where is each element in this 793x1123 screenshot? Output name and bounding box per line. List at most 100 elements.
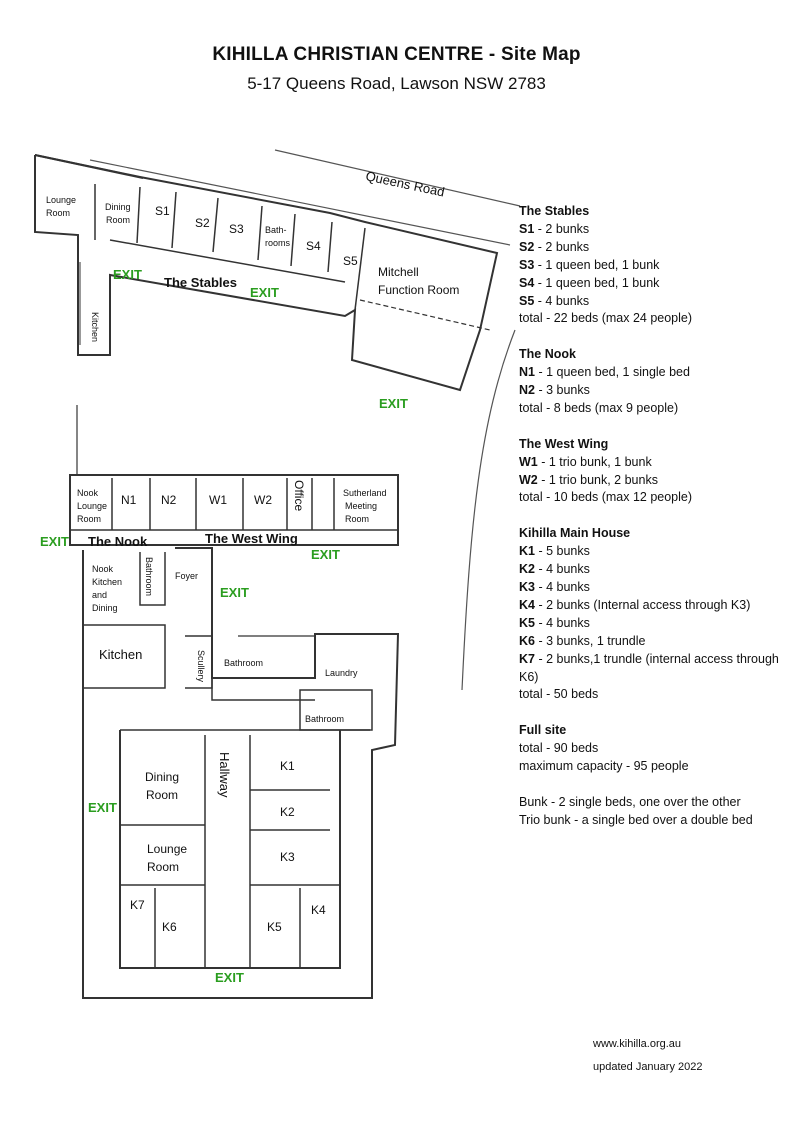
room-label: Function Room — [378, 283, 459, 297]
room-label-n1: N1 — [121, 493, 137, 507]
room-label: Lounge — [147, 842, 187, 856]
room-label: Nook — [77, 488, 99, 498]
wing-label-west-wing: The West Wing — [205, 531, 298, 546]
legend-item: N2 - 3 bunks — [519, 383, 590, 398]
legend-section-west-wing: The West Wing W1 - 1 trio bunk, 1 bunk W… — [519, 436, 789, 508]
room-label: Bathroom — [224, 658, 263, 668]
room-label: Lounge — [46, 195, 76, 205]
definition-bunk: Bunk - 2 single beds, one over the other — [519, 794, 741, 809]
legend-item: W2 - 1 trio bunk, 2 bunks — [519, 472, 658, 487]
legend-section-stables: The Stables S1 - 2 bunks S2 - 2 bunks S3… — [519, 203, 789, 328]
legend-total: total - 10 beds (max 12 people) — [519, 490, 693, 505]
exit-label: EXIT — [113, 267, 142, 282]
room-label: Room — [46, 208, 70, 218]
room-label: Mitchell — [378, 265, 419, 279]
legend-total: total - 90 beds — [519, 741, 599, 756]
room-label-k6: K6 — [162, 920, 177, 934]
room-label-w1: W1 — [209, 493, 227, 507]
legend: The Stables S1 - 2 bunks S2 - 2 bunks S3… — [519, 203, 789, 848]
legend-section-full-site: Full site total - 90 beds maximum capaci… — [519, 722, 789, 776]
room-label: Dining — [92, 603, 118, 613]
legend-item: K7 - 2 bunks,1 trundle (internal access … — [519, 651, 779, 684]
room-label: Room — [106, 215, 130, 225]
page-address: 5-17 Queens Road, Lawson NSW 2783 — [247, 74, 546, 93]
room-label-k3: K3 — [280, 850, 295, 864]
room-label-s3: S3 — [229, 222, 244, 236]
room-label: Lounge — [77, 501, 107, 511]
room-label-k7: K7 — [130, 898, 145, 912]
room-label: Bathroom — [144, 557, 154, 596]
room-label: Room — [345, 514, 369, 524]
legend-total: total - 50 beds — [519, 687, 599, 702]
room-label: rooms — [265, 238, 291, 248]
legend-total: total - 8 beds (max 9 people) — [519, 400, 679, 415]
room-label-s2: S2 — [195, 216, 210, 230]
room-label: Kitchen — [90, 312, 100, 342]
wing-label-stables: The Stables — [164, 275, 237, 290]
legend-definitions: Bunk - 2 single beds, one over the other… — [519, 794, 789, 830]
room-label: Dining — [145, 770, 179, 784]
legend-item: K6 - 3 bunks, 1 trundle — [519, 633, 646, 648]
legend-item: K3 - 4 bunks — [519, 579, 590, 594]
room-label-s5: S5 — [343, 254, 358, 268]
room-label: Hallway — [217, 752, 232, 798]
room-label: Nook — [92, 564, 114, 574]
legend-item: K1 - 5 bunks — [519, 544, 590, 559]
room-label: Kitchen — [99, 647, 142, 662]
legend-section-main-house: Kihilla Main House K1 - 5 bunks K2 - 4 b… — [519, 525, 789, 704]
room-label-s4: S4 — [306, 239, 321, 253]
room-label-s1: S1 — [155, 204, 170, 218]
footer-website: www.kihilla.org.au — [593, 1038, 682, 1050]
legend-item: S5 - 4 bunks — [519, 293, 590, 308]
legend-section-nook: The Nook N1 - 1 queen bed, 1 single bed … — [519, 346, 789, 418]
legend-heading: The Nook — [519, 347, 576, 362]
room-label: Room — [77, 514, 101, 524]
legend-item: K4 - 2 bunks (Internal access through K3… — [519, 597, 751, 612]
legend-item: W1 - 1 trio bunk, 1 bunk — [519, 454, 652, 469]
room-label: and — [92, 590, 107, 600]
legend-item: S3 - 1 queen bed, 1 bunk — [519, 257, 660, 272]
legend-heading: Full site — [519, 723, 567, 738]
exit-label: EXIT — [220, 585, 249, 600]
exit-label: EXIT — [40, 534, 69, 549]
legend-capacity: maximum capacity - 95 people — [519, 759, 689, 774]
room-label: Meeting — [345, 501, 377, 511]
room-label-office: Office — [292, 480, 306, 511]
room-label: Dining — [105, 202, 131, 212]
queens-road — [89, 149, 521, 691]
legend-item: K5 - 4 bunks — [519, 615, 590, 630]
room-label-k1: K1 — [280, 759, 295, 773]
footer-updated: updated January 2022 — [593, 1061, 703, 1073]
page-title: KIHILLA CHRISTIAN CENTRE - Site Map — [212, 44, 581, 65]
legend-heading: The Stables — [519, 204, 590, 218]
exit-label: EXIT — [379, 396, 408, 411]
room-label: Bath- — [265, 225, 287, 235]
legend-item: N1 - 1 queen bed, 1 single bed — [519, 365, 690, 380]
stables-building — [34, 154, 499, 392]
legend-item: S1 - 2 bunks — [519, 221, 590, 236]
legend-item: K2 - 4 bunks — [519, 562, 590, 577]
wing-label-nook: The Nook — [88, 534, 148, 549]
exit-label: EXIT — [88, 800, 117, 815]
legend-item: S2 - 2 bunks — [519, 239, 590, 254]
legend-item: S4 - 1 queen bed, 1 bunk — [519, 275, 660, 290]
legend-heading: Kihilla Main House — [519, 526, 631, 541]
room-label: Sutherland — [343, 488, 387, 498]
nook-westwing-building — [69, 405, 399, 546]
room-label: Room — [147, 860, 179, 874]
road-label: Queens Road — [364, 168, 446, 199]
room-label: Foyer — [175, 571, 198, 581]
room-label-w2: W2 — [254, 493, 272, 507]
room-label: Scullery — [196, 650, 206, 683]
room-label-k2: K2 — [280, 805, 295, 819]
main-house-building — [82, 547, 400, 999]
legend-total: total - 22 beds (max 24 people) — [519, 311, 693, 326]
room-label-k4: K4 — [311, 903, 326, 917]
room-label: Kitchen — [92, 577, 122, 587]
room-label: Room — [146, 788, 178, 802]
room-label-k5: K5 — [267, 920, 282, 934]
legend-heading: The West Wing — [519, 436, 609, 451]
definition-trio-bunk: Trio bunk - a single bed over a double b… — [519, 812, 753, 827]
room-label-n2: N2 — [161, 493, 177, 507]
